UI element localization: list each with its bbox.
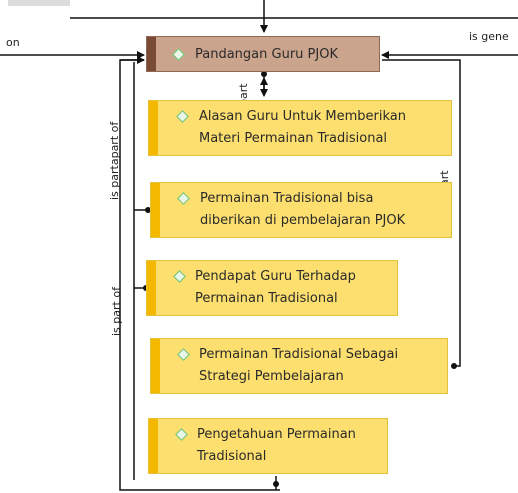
- child-label-line2: Strategi Pembelajaran: [199, 369, 344, 384]
- child-label-line2: Materi Permainan Tradisional: [199, 131, 388, 146]
- child-color-strip: [149, 419, 158, 473]
- child-label-line2: diberikan di pembelajaran PJOK: [200, 213, 406, 228]
- edge-label-left-upper: is partapart of: [108, 121, 121, 200]
- child-label-line1: Pendapat Guru Terhadap: [195, 269, 356, 284]
- child-node[interactable]: Pengetahuan Permainan Tradisional: [148, 418, 388, 474]
- root-node[interactable]: Pandangan Guru PJOK: [146, 36, 380, 72]
- root-color-strip: [147, 37, 156, 71]
- child-node[interactable]: Permainan Tradisional bisa diberikan di …: [150, 182, 452, 238]
- child-label-line2: Tradisional: [197, 449, 267, 464]
- diamond-icon: [176, 110, 189, 123]
- child-color-strip: [147, 261, 156, 315]
- child-node[interactable]: Pendapat Guru Terhadap Permainan Tradisi…: [146, 260, 398, 316]
- cropped-node-fragment: [8, 0, 70, 6]
- child-label-line1: Permainan Tradisional bisa: [200, 191, 374, 206]
- diamond-icon: [172, 48, 185, 61]
- diamond-icon: [177, 192, 190, 205]
- edge-label-right: is gene: [469, 30, 509, 43]
- edge-label-left-lower: is part of: [110, 287, 123, 336]
- root-label: Pandangan Guru PJOK: [195, 47, 338, 62]
- child-label-line1: Alasan Guru Untuk Memberikan: [199, 109, 406, 124]
- child-color-strip: [149, 101, 158, 155]
- child-color-strip: [151, 339, 160, 393]
- child-color-strip: [151, 183, 160, 237]
- diamond-icon: [173, 270, 186, 283]
- edge-label-left: on: [6, 36, 20, 49]
- diamond-icon: [175, 428, 188, 441]
- child-label-line1: Pengetahuan Permainan: [197, 427, 356, 442]
- child-node[interactable]: Permainan Tradisional Sebagai Strategi P…: [150, 338, 448, 394]
- child-node[interactable]: Alasan Guru Untuk Memberikan Materi Perm…: [148, 100, 452, 156]
- child-label-line2: Permainan Tradisional: [195, 291, 338, 306]
- child-label-line1: Permainan Tradisional Sebagai: [199, 347, 399, 362]
- diamond-icon: [177, 348, 190, 361]
